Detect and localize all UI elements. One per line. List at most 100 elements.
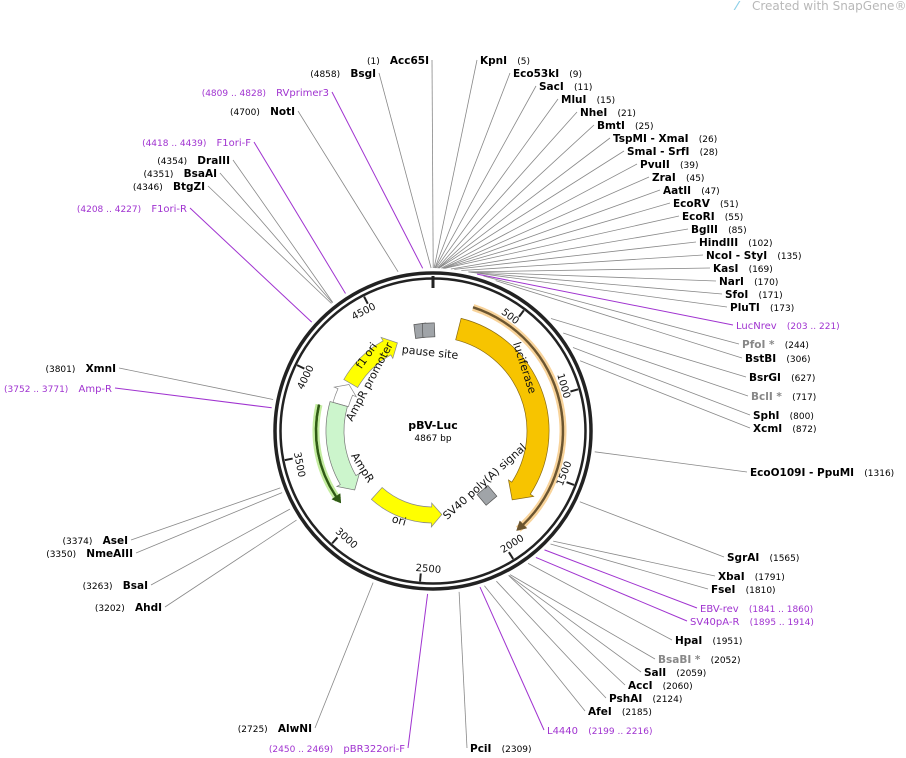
tick-mark	[363, 296, 369, 305]
site-label: BglII (85)	[691, 218, 747, 237]
site-label: FseI (1810)	[711, 578, 776, 597]
leader-line	[189, 207, 313, 323]
tick-label: 4000	[296, 364, 317, 392]
site-position: (1)	[367, 57, 380, 67]
leader-line	[164, 519, 297, 608]
site-name: NheI	[580, 107, 607, 119]
site-position: (4354)	[157, 157, 187, 167]
leader-line	[407, 593, 429, 749]
site-label: Eco53kI (9)	[513, 62, 582, 81]
luciferase-orf-arrow	[472, 306, 565, 531]
leader-line	[469, 271, 728, 308]
site-name: BstBI	[745, 353, 776, 365]
site-name: LucNrev	[736, 321, 777, 332]
leader-line	[550, 543, 709, 590]
site-name: PciI	[470, 743, 491, 755]
site-position: (169)	[749, 265, 773, 275]
primer-label: LucNrev (203 .. 221)	[736, 314, 840, 333]
site-label: AccI (2060)	[628, 674, 693, 693]
site-name: AfeI	[588, 706, 612, 718]
tick-mark	[566, 481, 575, 486]
site-position: (173)	[770, 304, 794, 314]
site-name: KpnI	[480, 55, 507, 67]
site-position: (4809 .. 4828)	[202, 89, 266, 99]
site-position: (2185)	[622, 708, 652, 718]
site-position: (4700)	[230, 108, 260, 118]
site-label: SacI (11)	[539, 75, 592, 94]
leader-line	[441, 163, 638, 269]
site-label: EcoO109I - PpuMI (1316)	[750, 461, 894, 480]
site-position: (2309)	[502, 745, 532, 755]
tick-mark	[518, 309, 525, 318]
site-label: ZraI (45)	[652, 166, 704, 185]
tick-label: 4500	[350, 301, 378, 322]
leader-line	[553, 540, 716, 577]
leader-line	[434, 72, 511, 269]
site-position: (21)	[617, 109, 635, 119]
site-name: SphI	[753, 410, 779, 422]
site-label: BsaBI * (2052)	[658, 648, 741, 667]
site-position: (1841 .. 1860)	[749, 605, 813, 615]
snapgene-logo-icon: ⁄	[736, 0, 739, 13]
site-position: (3752 .. 3771)	[4, 385, 68, 395]
watermark-suffix: ®	[894, 0, 906, 13]
site-name: Amp-R	[79, 384, 113, 395]
site-position: (2052)	[711, 656, 741, 666]
site-name: NarI	[719, 276, 744, 288]
leader-line	[437, 111, 578, 269]
site-label: (4351) BsaAI	[144, 162, 217, 181]
leader-line	[572, 347, 751, 416]
site-name: BglII	[691, 224, 718, 236]
site-label: SphI (800)	[753, 404, 814, 423]
site-label: SalI (2059)	[644, 661, 706, 680]
site-name: SV40pA-R	[690, 617, 739, 628]
site-name: EBV-rev	[700, 604, 739, 615]
leader-line	[454, 241, 697, 270]
leader-line	[135, 492, 283, 554]
site-position: (47)	[701, 187, 719, 197]
leader-line	[434, 85, 537, 269]
site-label: XcmI (872)	[753, 417, 817, 436]
site-label: PfoI * (244)	[742, 333, 809, 352]
site-position: (4418 .. 4439)	[142, 139, 206, 149]
site-position: (26)	[699, 135, 717, 145]
site-label: NarI (170)	[719, 270, 778, 289]
site-name: AseI	[103, 535, 128, 547]
site-name: RVprimer3	[276, 88, 329, 99]
site-position: (171)	[758, 291, 782, 301]
site-label: PluTI (173)	[730, 296, 794, 315]
site-position: (135)	[777, 252, 801, 262]
site-label: (4346) BtgZI	[133, 175, 205, 194]
site-label: BmtI (25)	[597, 114, 654, 133]
site-name: PvuII	[640, 159, 670, 171]
primer-label: (2450 .. 2469) pBR322ori-F	[269, 737, 405, 756]
site-position: (11)	[574, 83, 592, 93]
site-position: (2059)	[676, 669, 706, 679]
tick-label: 2000	[499, 533, 526, 556]
leader-line	[118, 367, 274, 400]
sv40-polya-feature	[476, 484, 498, 506]
site-name: DraIII	[197, 155, 230, 167]
site-label: (2725) AlwNI	[238, 717, 312, 736]
leader-line	[431, 59, 434, 269]
tick-mark	[419, 573, 422, 582]
site-position: (1565)	[769, 554, 799, 564]
f1-ori-feature	[343, 336, 398, 388]
site-label: AatII (47)	[663, 179, 720, 198]
leader-line	[253, 141, 346, 294]
site-position: (4351)	[144, 170, 174, 180]
site-position: (3801)	[45, 365, 75, 375]
site-name: XbaI	[718, 571, 745, 583]
leader-line	[563, 332, 749, 397]
luciferase-feature	[455, 317, 550, 501]
site-name: AhdI	[135, 602, 162, 614]
site-name: XmnI	[86, 363, 116, 375]
site-label: AfeI (2185)	[588, 700, 652, 719]
site-name: AccI	[628, 680, 652, 692]
watermark-brand: SnapGene	[832, 0, 895, 13]
site-position: (5)	[517, 57, 530, 67]
site-label: PvuII (39)	[640, 153, 699, 172]
site-name: BmtI	[597, 120, 625, 132]
site-name: KasI	[713, 263, 738, 275]
